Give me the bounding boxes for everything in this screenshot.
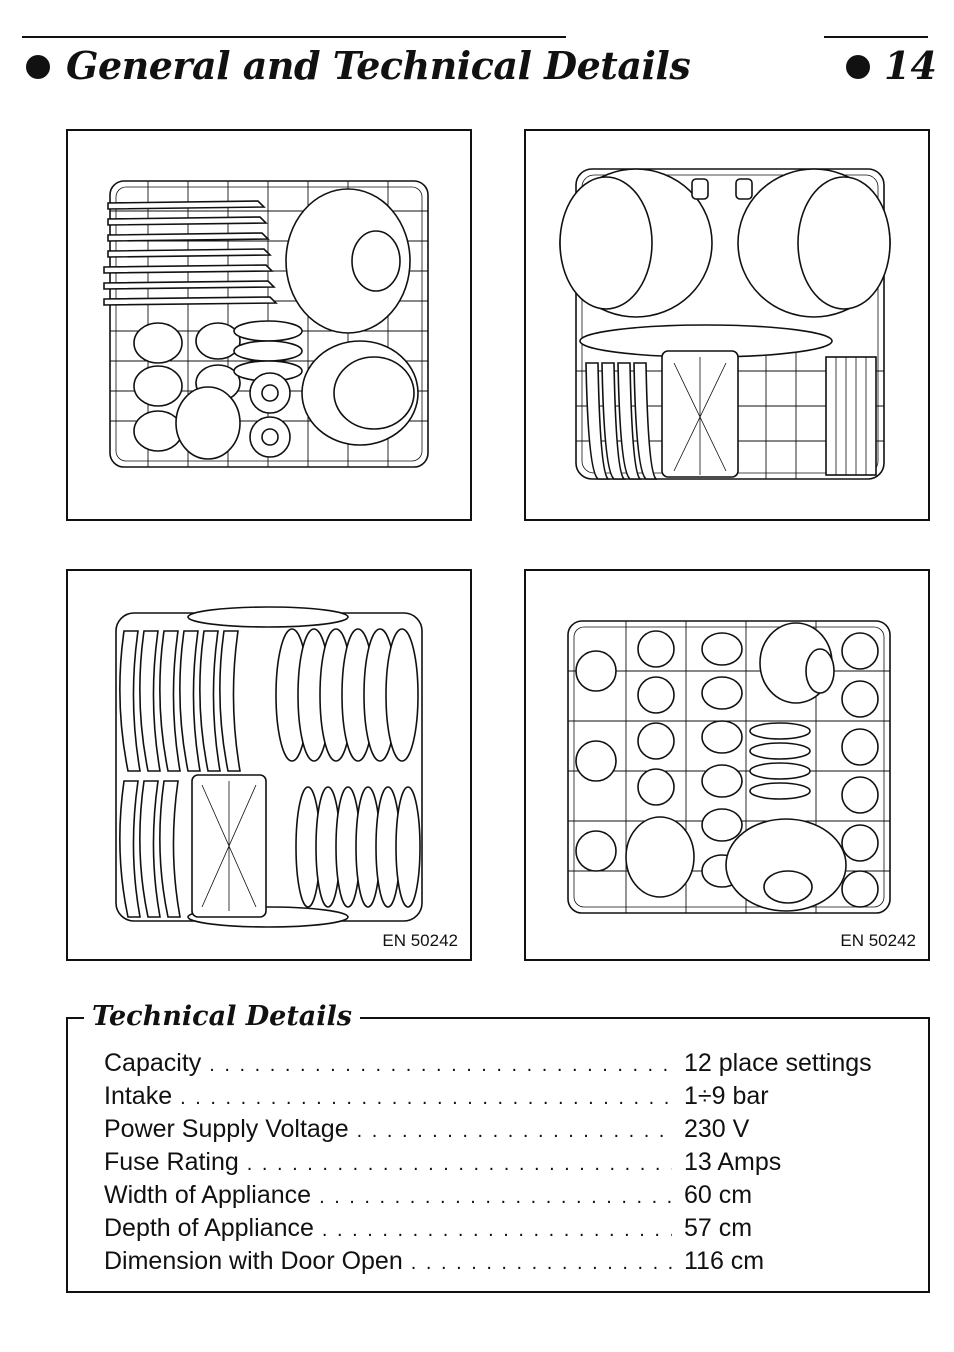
spec-label: Depth of Appliance [104, 1214, 314, 1242]
leader-dots: . . . . . . . . . . . . . . . . . . . . … [319, 1186, 672, 1208]
bullet-icon [846, 55, 870, 79]
figure-code: EN 50242 [840, 931, 916, 950]
header-rule-left [22, 36, 566, 38]
figure-upper-basket-cups-loading: EN 50242 [524, 569, 930, 961]
spec-row-intake: Intake . . . . . . . . . . . . . . . . .… [104, 1082, 894, 1115]
leader-dots: . . . . . . . . . . . . . . . . . . . . … [321, 1219, 672, 1241]
page-title: General and Technical Details [66, 43, 691, 88]
spec-label: Dimension with Door Open [104, 1247, 403, 1275]
upper-basket-illustration [103, 180, 429, 468]
figure-upper-basket-loading [66, 129, 472, 521]
header-rule-right [824, 36, 928, 38]
figure-code: EN 50242 [382, 931, 458, 950]
spec-row-dimension-with-door-open: Dimension with Door Open . . . . . . . .… [104, 1247, 894, 1280]
spec-label: Capacity [104, 1049, 202, 1077]
spec-label: Fuse Rating [104, 1148, 239, 1176]
lower-basket-pots-illustration [559, 168, 891, 480]
spec-value: 13 Amps [684, 1148, 782, 1176]
leader-dots: . . . . . . . . . . . . . . . . . . . . … [209, 1054, 672, 1076]
spec-value: 12 place settings [684, 1049, 872, 1077]
spec-row-width-of-appliance: Width of Appliance . . . . . . . . . . .… [104, 1181, 894, 1214]
bullet-icon [26, 55, 50, 79]
spec-label: Width of Appliance [104, 1181, 312, 1209]
spec-list: Capacity . . . . . . . . . . . . . . . .… [104, 1049, 894, 1280]
leader-dots: . . . . . . . . . . . . . . . . . . . . … [356, 1120, 672, 1142]
leader-dots: . . . . . . . . . . . . . . . . . . . . … [180, 1087, 672, 1109]
figure-lower-basket-pots-loading [524, 129, 930, 521]
figure-lower-basket-plates-loading: EN 50242 [66, 569, 472, 961]
leader-dots: . . . . . . . . . . . . . . . . . . . . … [246, 1153, 672, 1175]
spec-row-capacity: Capacity . . . . . . . . . . . . . . . .… [104, 1049, 894, 1082]
page-number: 14 [884, 43, 937, 88]
lower-basket-plates-illustration [115, 606, 423, 928]
spec-value: 1÷9 bar [684, 1082, 769, 1110]
spec-value: 230 V [684, 1115, 750, 1143]
upper-basket-cups-illustration [567, 620, 891, 914]
spec-row-fuse-rating: Fuse Rating . . . . . . . . . . . . . . … [104, 1148, 894, 1181]
spec-value: 116 cm [684, 1247, 765, 1275]
spec-row-power-supply-voltage: Power Supply Voltage . . . . . . . . . .… [104, 1115, 894, 1148]
spec-row-depth-of-appliance: Depth of Appliance . . . . . . . . . . .… [104, 1214, 894, 1247]
spec-label: Intake [104, 1082, 173, 1110]
leader-dots: . . . . . . . . . . . . . . . . . . . . … [410, 1252, 672, 1274]
technical-details-box: Technical Details Capacity . . . . . . .… [66, 997, 930, 1293]
spec-value: 57 cm [684, 1214, 753, 1242]
spec-label: Power Supply Voltage [104, 1115, 349, 1143]
spec-value: 60 cm [684, 1181, 753, 1209]
technical-details-heading: Technical Details [84, 997, 360, 1037]
